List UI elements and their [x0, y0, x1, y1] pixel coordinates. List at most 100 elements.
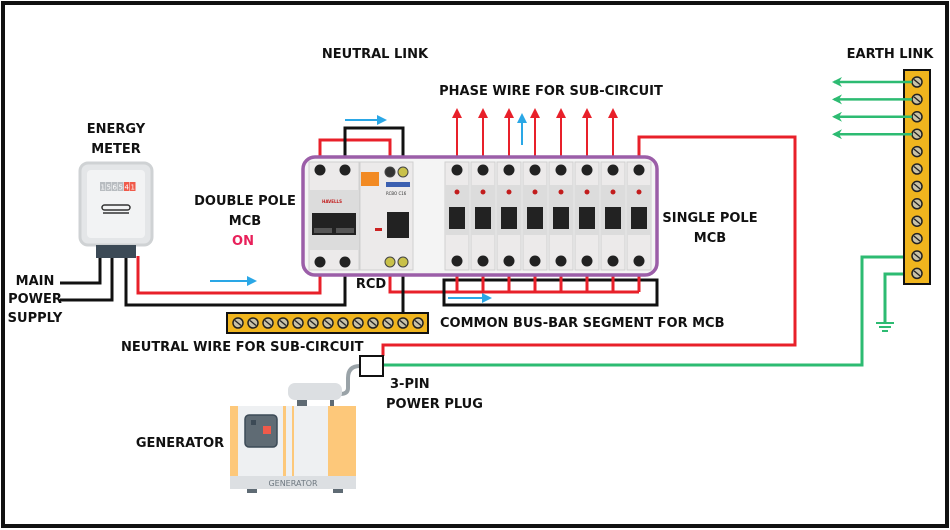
- mcb-toggle[interactable]: [501, 207, 517, 229]
- terminal-screw: [339, 164, 351, 176]
- labels: NEUTRAL LINK PHASE WIRE FOR SUB-CIRCUIT …: [8, 47, 935, 451]
- power-plug-label: POWER PLUG: [386, 397, 483, 412]
- mcb-rcd-phase: [318, 138, 392, 170]
- power-plug-label: 3-PIN: [390, 377, 430, 392]
- neutral-link-label: NEUTRAL LINK: [322, 47, 429, 62]
- generator-earth-wire: [383, 255, 905, 367]
- terminal-screw: [607, 164, 619, 176]
- terminal-screw: [503, 255, 515, 267]
- meter-digit: [124, 182, 130, 191]
- brand-label: HAVELLS: [322, 199, 342, 204]
- terminal-screw: [384, 256, 396, 268]
- earth-link-label: EARTH LINK: [847, 47, 935, 62]
- double-pole-mcb-label: DOUBLE POLE: [194, 194, 296, 209]
- generator-plate-label: GENERATOR: [268, 479, 318, 488]
- generator-cable: [339, 364, 361, 396]
- main-power-supply-label: SUPPLY: [8, 311, 63, 326]
- main-power-supply-label: POWER: [8, 292, 62, 307]
- meter-neutral-out: [124, 256, 347, 307]
- double-pole-mcb[interactable]: HAVELLS: [308, 161, 360, 271]
- single-pole-mcb-group: [444, 161, 652, 271]
- terminal-screw: [397, 256, 409, 268]
- meter-digit-text: 5: [118, 184, 122, 192]
- mcb-toggle[interactable]: [579, 207, 595, 229]
- brand-logo-icon: [558, 189, 564, 195]
- terminal-screw: [555, 255, 567, 267]
- bus-bar-label: COMMON BUS-BAR SEGMENT FOR MCB: [440, 316, 725, 331]
- terminal-screw: [529, 164, 541, 176]
- terminal-screw: [633, 255, 645, 267]
- single-pole-mcb[interactable]: [470, 161, 496, 271]
- meter-digit-text: 1: [100, 184, 104, 192]
- mcb-toggle[interactable]: [449, 207, 465, 229]
- neutral-wire-label: NEUTRAL WIRE FOR SUB-CIRCUIT: [121, 340, 364, 355]
- generator-label: GENERATOR: [136, 436, 224, 451]
- meter-digit-text: 5: [106, 184, 110, 192]
- rcd-label: RCD: [356, 277, 387, 292]
- terminal-screw: [384, 166, 396, 178]
- meter-digit-text: 4: [124, 184, 129, 192]
- single-pole-mcb[interactable]: [444, 161, 470, 271]
- brand-logo-icon: [454, 189, 460, 195]
- on-status-label: ON: [232, 234, 254, 249]
- common-bus-bar: [442, 278, 659, 307]
- meter-digit: [130, 182, 136, 191]
- terminal-screw: [477, 164, 489, 176]
- main-supply-phase: [60, 256, 102, 285]
- terminal-screw: [477, 255, 489, 267]
- double-pole-mcb-label: MCB: [229, 214, 261, 229]
- meter-digit-text: 1: [130, 184, 134, 192]
- single-pole-mcb[interactable]: [522, 161, 548, 271]
- mcb-toggle[interactable]: [553, 207, 569, 229]
- single-pole-mcb[interactable]: [600, 161, 626, 271]
- single-pole-mcb[interactable]: [548, 161, 574, 271]
- rcd-model-label: RCBO C16: [386, 191, 407, 196]
- mcb-toggle[interactable]: [527, 207, 543, 229]
- terminal-screw: [633, 164, 645, 176]
- mcb-toggle[interactable]: [475, 207, 491, 229]
- terminal-screw: [314, 256, 326, 268]
- brand-logo-icon: [610, 189, 616, 195]
- earth-ground-wire: [883, 272, 905, 322]
- generator-phase-wire: [381, 135, 797, 356]
- brand-logo-icon: [584, 189, 590, 195]
- meter-phase-out: [136, 256, 322, 295]
- terminal-screw: [503, 164, 515, 176]
- meter-digit: [106, 182, 112, 191]
- terminal-screw: [581, 164, 593, 176]
- meter-digit: [112, 182, 118, 191]
- brand-logo-icon: [636, 189, 642, 195]
- terminal-screw: [555, 164, 567, 176]
- meter-digit-text: 6: [112, 184, 117, 192]
- brand-logo-icon: [506, 189, 512, 195]
- main-power-supply-label: MAIN: [16, 274, 55, 289]
- energy-meter-label: ENERGY: [87, 122, 146, 137]
- ground-icon: [876, 322, 894, 332]
- terminal-screw: [529, 255, 541, 267]
- terminal-screw: [314, 164, 326, 176]
- phase-wire-label: PHASE WIRE FOR SUB-CIRCUIT: [439, 84, 663, 99]
- terminal-screw: [397, 166, 409, 178]
- meter-digit: [100, 182, 106, 191]
- single-pole-mcb[interactable]: [626, 161, 652, 271]
- terminal-screw: [581, 255, 593, 267]
- wires: [60, 126, 905, 396]
- single-pole-mcb[interactable]: [496, 161, 522, 271]
- meter-digit: [118, 182, 124, 191]
- mcb-toggle[interactable]: [605, 207, 621, 229]
- mcb-toggle[interactable]: [631, 207, 647, 229]
- generator: GENERATOR: [230, 383, 356, 493]
- terminal-screw: [451, 164, 463, 176]
- single-pole-mcb[interactable]: [574, 161, 600, 271]
- terminal-screw: [607, 255, 619, 267]
- earth-link-bar: [903, 69, 931, 285]
- single-pole-mcb-label: MCB: [694, 231, 726, 246]
- brand-logo-icon: [532, 189, 538, 195]
- main-supply-neutral: [60, 256, 114, 302]
- rcd[interactable]: RCBO C16: [359, 161, 414, 271]
- 3-pin-power-plug[interactable]: [359, 355, 384, 377]
